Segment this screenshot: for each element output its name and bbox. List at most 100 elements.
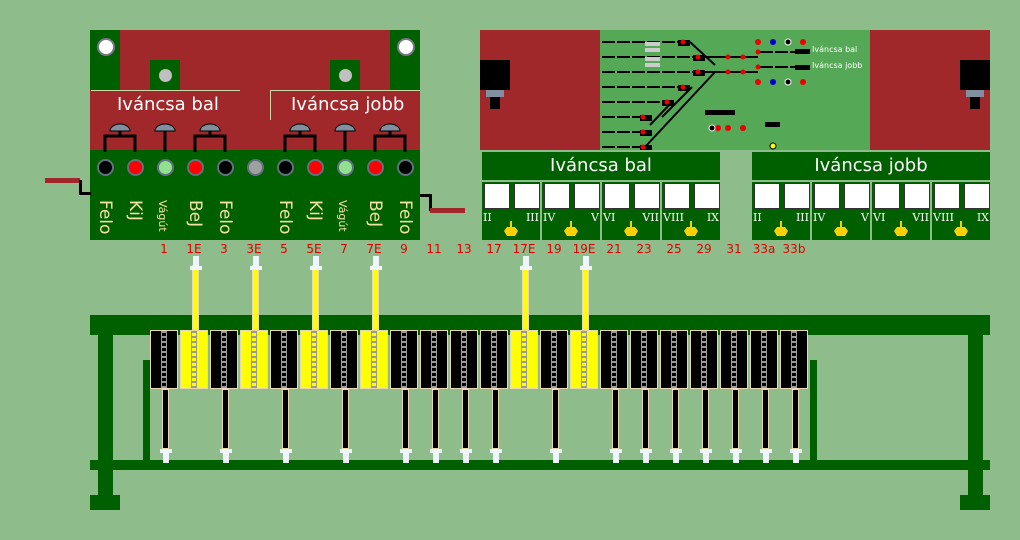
- block-section-label: VIII: [933, 211, 954, 224]
- block-window: [814, 183, 840, 209]
- lever-rod[interactable]: [222, 389, 229, 449]
- lever-rod[interactable]: [162, 389, 169, 449]
- block-window: [784, 183, 810, 209]
- lever-handle[interactable]: [490, 449, 502, 463]
- lever-handle[interactable]: [370, 256, 382, 270]
- lever-rod[interactable]: [432, 389, 439, 449]
- block-plunger-icon[interactable]: [624, 221, 638, 239]
- lever-rod[interactable]: [342, 389, 349, 449]
- block-plunger-icon[interactable]: [834, 221, 848, 239]
- lever-29[interactable]: [690, 330, 718, 389]
- lever-handle[interactable]: [250, 256, 262, 270]
- lever-handle[interactable]: [640, 449, 652, 463]
- frame-right-foot: [960, 495, 990, 510]
- lever-7[interactable]: [330, 330, 358, 389]
- lever-rod[interactable]: [492, 389, 499, 449]
- lever-11[interactable]: [420, 330, 448, 389]
- lever-rod[interactable]: [252, 265, 259, 330]
- lever-handle[interactable]: [610, 449, 622, 463]
- wire-left: [45, 178, 80, 183]
- lever-chain: [401, 331, 407, 388]
- lever-handle[interactable]: [760, 449, 772, 463]
- lever-handle[interactable]: [730, 449, 742, 463]
- lever-number: 5E: [306, 242, 322, 256]
- lever-19E[interactable]: [570, 330, 598, 389]
- block-section-label: IV: [543, 211, 556, 224]
- block-window: [574, 183, 600, 209]
- lever-number: 13: [456, 242, 472, 256]
- block-header: [482, 152, 720, 180]
- block-plunger-icon[interactable]: [564, 221, 578, 239]
- lever-rod[interactable]: [312, 265, 319, 330]
- lever-17[interactable]: [480, 330, 508, 389]
- block-section-label: II: [483, 211, 492, 224]
- key-hole-icon[interactable]: [159, 69, 172, 82]
- lever-rod[interactable]: [792, 389, 799, 449]
- lever-rod[interactable]: [672, 389, 679, 449]
- lever-handle[interactable]: [700, 449, 712, 463]
- lever-rod[interactable]: [462, 389, 469, 449]
- key-hole-icon[interactable]: [339, 69, 352, 82]
- lever-rod[interactable]: [582, 265, 589, 330]
- lever-handle[interactable]: [460, 449, 472, 463]
- lever-handle[interactable]: [310, 256, 322, 270]
- lever-rod[interactable]: [732, 389, 739, 449]
- block-plunger-icon[interactable]: [954, 221, 968, 239]
- lever-rod[interactable]: [192, 265, 199, 330]
- block-plunger-icon[interactable]: [684, 221, 698, 239]
- lever-chain: [491, 331, 497, 388]
- lever-33b[interactable]: [780, 330, 808, 389]
- block-plunger-icon[interactable]: [774, 221, 788, 239]
- lever-19[interactable]: [540, 330, 568, 389]
- lever-3[interactable]: [210, 330, 238, 389]
- lever-rod[interactable]: [762, 389, 769, 449]
- lever-handle[interactable]: [280, 449, 292, 463]
- lever-handle[interactable]: [160, 449, 172, 463]
- lever-21[interactable]: [600, 330, 628, 389]
- push-button-group-bal[interactable]: [103, 123, 227, 152]
- lamp-label: BeJ: [185, 200, 205, 228]
- lever-rod[interactable]: [372, 265, 379, 330]
- block-plunger-icon[interactable]: [894, 221, 908, 239]
- lever-rod[interactable]: [282, 389, 289, 449]
- lever-rod[interactable]: [642, 389, 649, 449]
- lever-handle[interactable]: [790, 449, 802, 463]
- block-section-label: VIII: [663, 211, 684, 224]
- lever-17E[interactable]: [510, 330, 538, 389]
- lever-rod[interactable]: [522, 265, 529, 330]
- lever-number: 25: [666, 242, 682, 256]
- lever-handle[interactable]: [340, 449, 352, 463]
- lever-7E[interactable]: [360, 330, 388, 389]
- lever-5E[interactable]: [300, 330, 328, 389]
- lever-rod[interactable]: [612, 389, 619, 449]
- lever-handle[interactable]: [400, 449, 412, 463]
- lever-rod[interactable]: [552, 389, 559, 449]
- lever-9[interactable]: [390, 330, 418, 389]
- lever-25[interactable]: [660, 330, 688, 389]
- lever-handle[interactable]: [190, 256, 202, 270]
- lever-33a[interactable]: [750, 330, 778, 389]
- lever-rod[interactable]: [702, 389, 709, 449]
- lever-handle[interactable]: [550, 449, 562, 463]
- lamp-label: Felo: [395, 200, 415, 235]
- lever-1[interactable]: [150, 330, 178, 389]
- lever-handle[interactable]: [580, 256, 592, 270]
- block-plunger-icon[interactable]: [504, 221, 518, 239]
- lever-handle[interactable]: [220, 449, 232, 463]
- lever-number: 21: [606, 242, 622, 256]
- lever-31[interactable]: [720, 330, 748, 389]
- lever-handle[interactable]: [430, 449, 442, 463]
- lever-handle[interactable]: [520, 256, 532, 270]
- push-button-group-jobb[interactable]: [283, 123, 407, 152]
- lever-handle[interactable]: [670, 449, 682, 463]
- lever-23[interactable]: [630, 330, 658, 389]
- lever-3E[interactable]: [240, 330, 268, 389]
- block-section-label: IV: [813, 211, 826, 224]
- lever-rod[interactable]: [402, 389, 409, 449]
- lever-1E[interactable]: [180, 330, 208, 389]
- block-window: [634, 183, 660, 209]
- indicator-lamp: [277, 159, 294, 176]
- lever-13[interactable]: [450, 330, 478, 389]
- lever-chain: [371, 331, 377, 388]
- lever-5[interactable]: [270, 330, 298, 389]
